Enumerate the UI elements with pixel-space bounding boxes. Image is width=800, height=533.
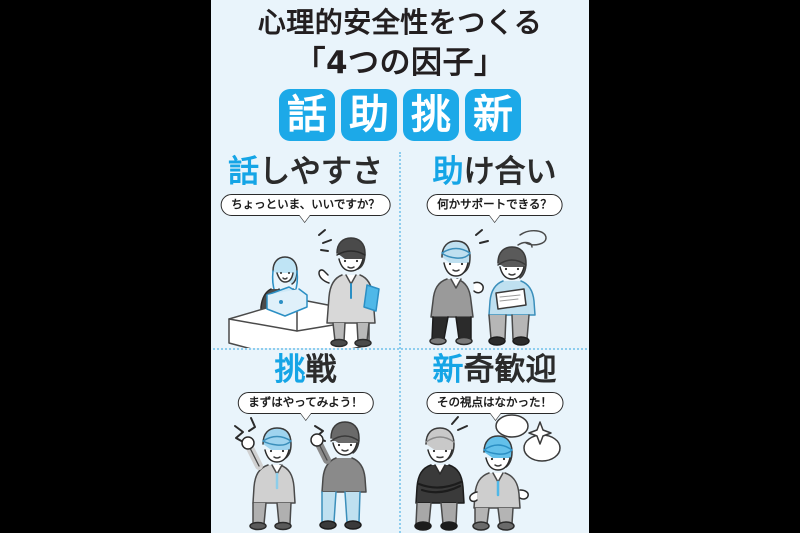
heading-accent-2: 助 bbox=[432, 154, 464, 190]
speech-bubble-2: 何かサポートできる？ bbox=[426, 194, 563, 216]
title-line-1: 心理的安全性をつくる bbox=[257, 6, 543, 39]
illustration-offering-support bbox=[400, 223, 589, 348]
quadrant-heading-3: 挑戦 bbox=[211, 352, 400, 388]
speech-bubble-4: その視点はなかった！ bbox=[426, 392, 563, 414]
heading-accent-1: 話 bbox=[228, 154, 260, 190]
divider-horizontal bbox=[213, 348, 587, 350]
quadrant-heading-4: 新奇歓迎 bbox=[400, 352, 589, 388]
quadrant-heading-2: 助け合い bbox=[400, 154, 589, 190]
quadrant-tasukeai: 助け合い 何かサポートできる？ bbox=[400, 150, 589, 348]
heading-rest-1: しやすさ bbox=[259, 154, 383, 190]
quadrant-chousen: 挑戦 まずはやってみよう！ bbox=[211, 348, 400, 533]
factor-badge-row: 話 助 挑 新 bbox=[211, 89, 589, 141]
speech-bubble-1: ちょっといま、いいですか？ bbox=[220, 194, 391, 216]
badge-shin: 新 bbox=[465, 89, 521, 141]
badge-tasuke: 助 bbox=[341, 89, 397, 141]
heading-accent-3: 挑 bbox=[274, 352, 306, 388]
heading-accent-4: 新 bbox=[432, 352, 464, 388]
heading-rest-3: 戦 bbox=[305, 352, 337, 388]
quadrant-shinkikangei: 新奇歓迎 その視点はなかった！ bbox=[400, 348, 589, 533]
illustration-desk-conversation bbox=[211, 223, 400, 348]
badge-chou: 挑 bbox=[403, 89, 459, 141]
badge-hanashi: 話 bbox=[279, 89, 335, 141]
quadrant-heading-1: 話しやすさ bbox=[211, 154, 400, 190]
heading-rest-2: け合い bbox=[463, 154, 557, 190]
divider-vertical bbox=[399, 152, 401, 533]
title-line-2: 「4つの因子」 bbox=[294, 45, 506, 81]
factor-grid: 話しやすさ ちょっといま、いいですか？ bbox=[211, 150, 589, 533]
quadrant-hanashiyasusa: 話しやすさ ちょっといま、いいですか？ bbox=[211, 150, 400, 348]
poster-panel: 心理的安全性をつくる 「4つの因子」 話 助 挑 新 話しやすさ ちょっといま、… bbox=[211, 0, 589, 533]
heading-rest-4: 奇歓迎 bbox=[463, 352, 557, 388]
speech-bubble-3: まずはやってみよう！ bbox=[237, 392, 374, 414]
illustration-raised-fists bbox=[211, 408, 400, 533]
illustration-new-idea-welcome bbox=[400, 408, 589, 533]
